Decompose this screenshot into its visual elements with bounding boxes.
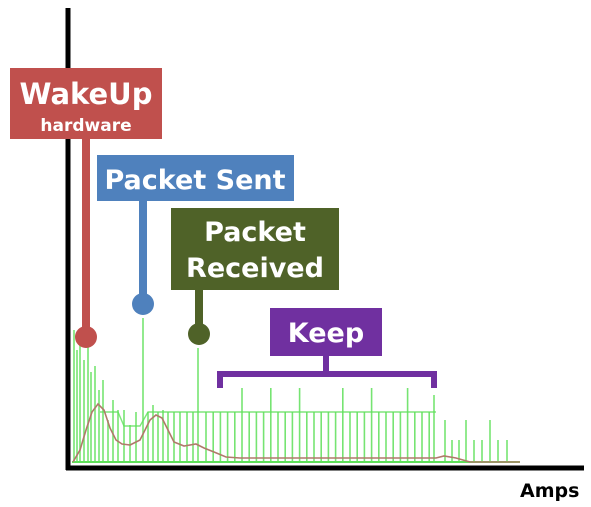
x-axis-label: Amps <box>520 480 579 502</box>
wakeup-label-box <box>10 68 162 139</box>
packet-received-line2: Received <box>186 253 324 284</box>
wakeup-marker <box>75 326 97 348</box>
packet-sent-callout: Packet Sent <box>97 155 294 315</box>
packet-sent-marker <box>132 293 154 315</box>
wakeup-subtitle: hardware <box>40 116 131 136</box>
average-current-line <box>72 402 520 463</box>
packet-received-label-box <box>171 208 339 290</box>
keep-title: Keep <box>288 318 364 349</box>
packet-sent-label-box <box>97 155 294 201</box>
keep-bracket <box>217 356 437 388</box>
packet-received-line1: Packet <box>204 217 306 248</box>
keep-callout: Keep <box>217 308 437 388</box>
wakeup-callout: WakeUp hardware <box>10 68 162 348</box>
signal-plateau <box>100 411 436 427</box>
keep-label-box <box>270 308 382 356</box>
packet-received-marker <box>188 323 210 345</box>
current-signal-trace <box>72 318 520 463</box>
wakeup-title: WakeUp <box>19 77 152 111</box>
packet-received-callout: Packet Received <box>171 208 339 345</box>
packet-sent-title: Packet Sent <box>104 165 285 196</box>
